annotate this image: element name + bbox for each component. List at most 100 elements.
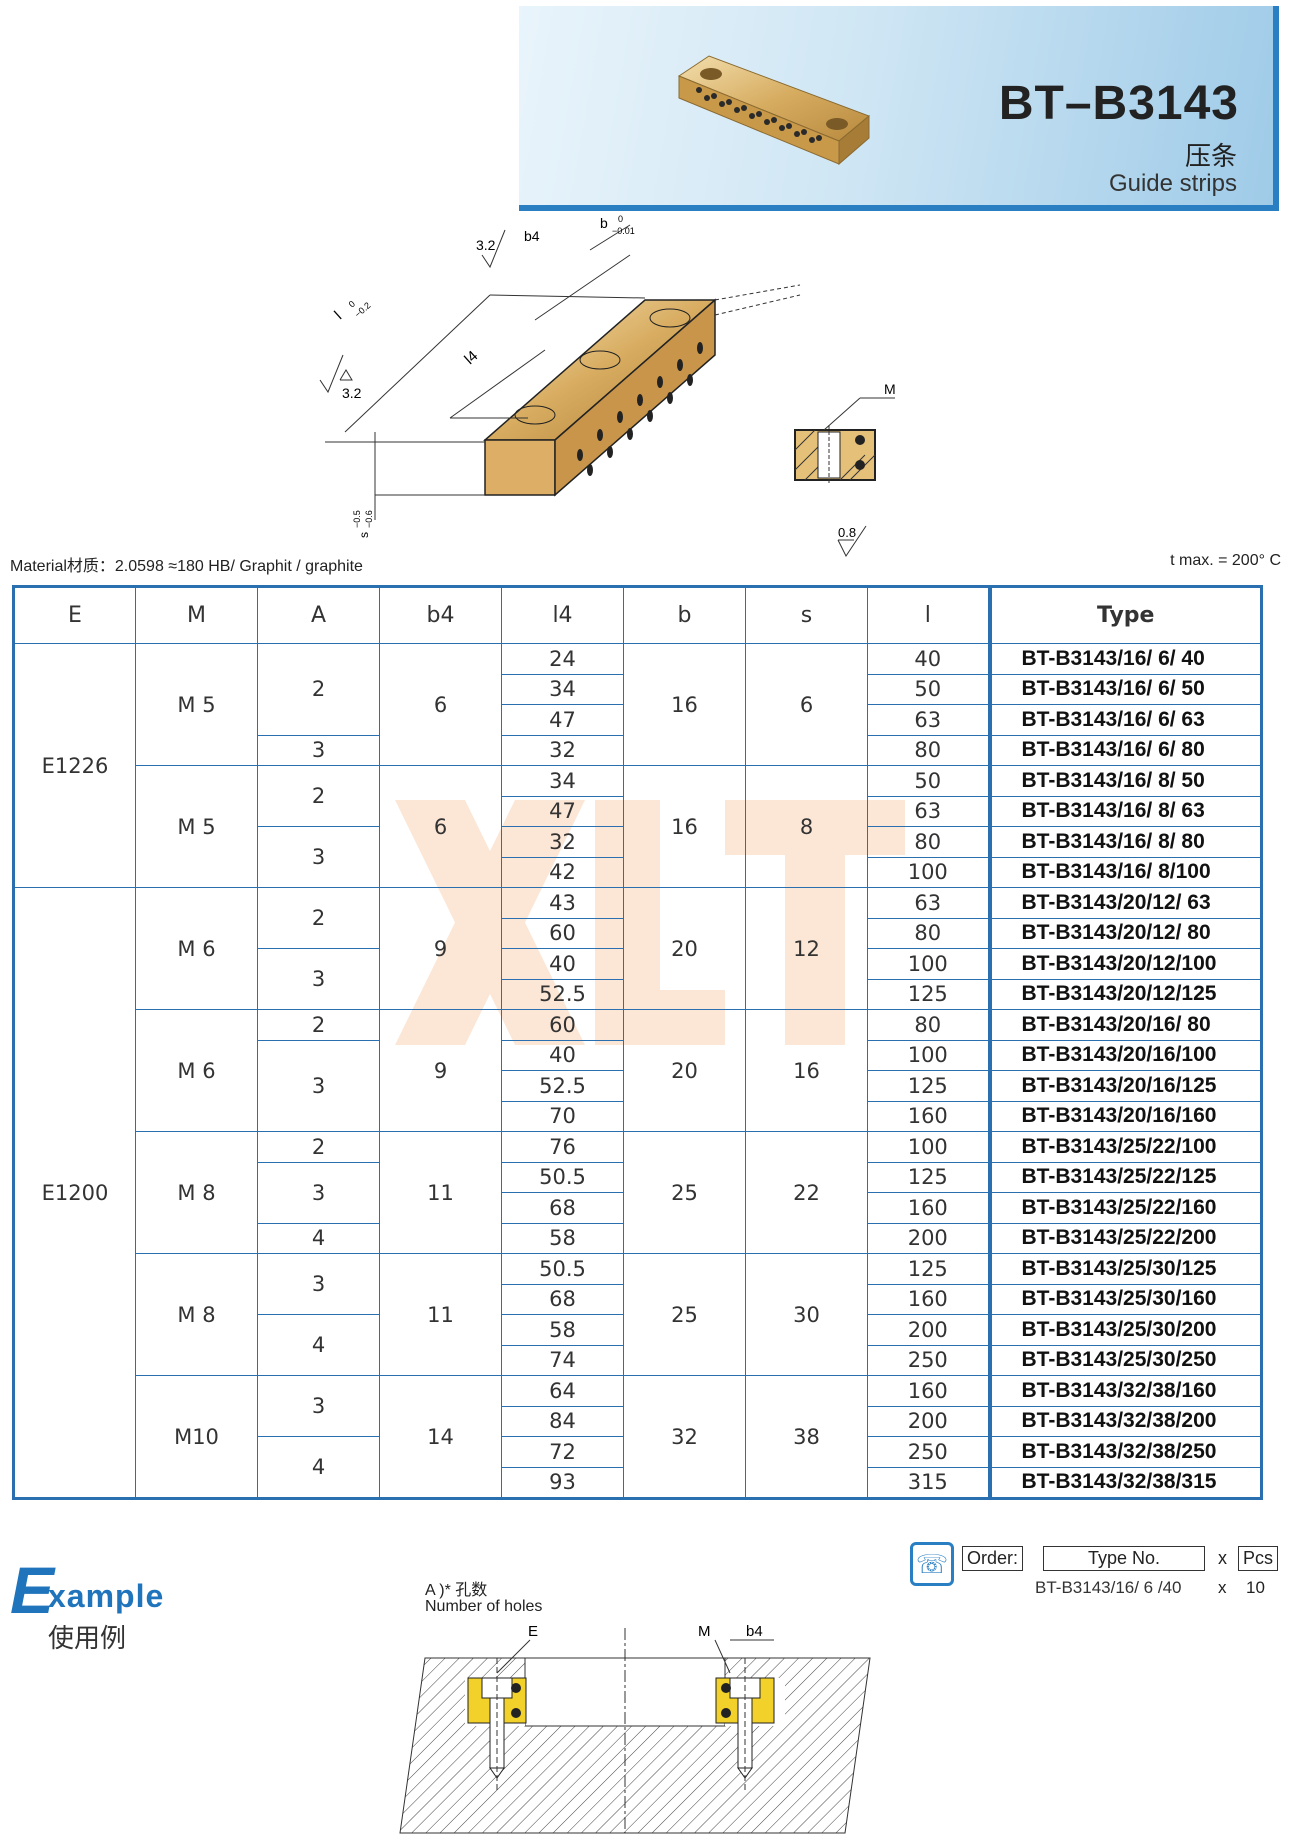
- cell-b: 32: [623, 1375, 746, 1499]
- cell-a: 2: [257, 1009, 380, 1041]
- cell-a: 3: [257, 826, 380, 888]
- cell-l4: 40: [501, 948, 624, 980]
- cell-b4: 11: [379, 1253, 502, 1376]
- cell-l: 160: [867, 1283, 990, 1315]
- s-tol-upper: −0.5: [352, 510, 362, 528]
- roughness-left-label: 3.2: [342, 385, 362, 401]
- cell-l: 250: [867, 1344, 990, 1376]
- cell-l4: 58: [501, 1222, 624, 1254]
- header-b: b: [623, 586, 746, 644]
- cell-b4: 14: [379, 1375, 502, 1499]
- cell-type: BT-B3143/16/ 8/ 63: [987, 795, 1262, 827]
- cell-type: BT-B3143/25/30/200: [987, 1314, 1262, 1346]
- cell-l4: 47: [501, 795, 624, 827]
- table-row: 60 80 BT-B3143/20/12/ 80: [14, 917, 1262, 949]
- cell-l4: 50.5: [501, 1161, 624, 1193]
- cell-a: 4: [257, 1436, 380, 1499]
- cell-type: BT-B3143/20/12/100: [987, 948, 1262, 980]
- header-l: l: [867, 586, 990, 644]
- cell-type: BT-B3143/25/30/250: [987, 1344, 1262, 1376]
- cell-l4: 68: [501, 1283, 624, 1315]
- cell-l: 50: [867, 765, 990, 797]
- table-row: E1226 M 5 2 6 24 16 6 40 BT-B3143/16/ 6/…: [13, 643, 1262, 888]
- cell-b: 20: [623, 1009, 746, 1132]
- cell-l: 80: [867, 734, 990, 766]
- table-row: 47 63 BT-B3143/16/ 6/ 63: [14, 704, 1262, 736]
- cell-m: M 8: [135, 1253, 258, 1376]
- cell-m: M 8: [135, 1131, 258, 1254]
- cell-l: 250: [867, 1436, 990, 1468]
- table-row: 68 160 BT-B3143/25/22/160: [14, 1192, 1262, 1224]
- order-times-symbol: x: [1218, 1548, 1227, 1568]
- cell-a: 2: [257, 887, 380, 949]
- usage-example-drawing: E M b4: [399, 1623, 871, 1834]
- section-drawing: M: [794, 381, 896, 485]
- cell-s: 16: [745, 1009, 868, 1132]
- cell-type: BT-B3143/32/38/200: [987, 1405, 1262, 1437]
- cell-type: BT-B3143/20/16/160: [987, 1100, 1262, 1132]
- table-row: 70 160 BT-B3143/20/16/160: [14, 1100, 1262, 1132]
- header-banner: BT–B3143 压条 Guide strips: [519, 6, 1279, 211]
- example-label-b4: b4: [746, 1623, 763, 1640]
- cell-l4: 52.5: [501, 978, 624, 1010]
- pcs-label: Pcs: [1238, 1546, 1279, 1571]
- header-b4: b4: [379, 586, 502, 644]
- table-row: 4 72 250 BT-B3143/32/38/250: [14, 1436, 1262, 1499]
- table-row: 84 200 BT-B3143/32/38/200: [14, 1405, 1262, 1437]
- cell-e: E1226: [13, 643, 136, 888]
- order-example-type: BT-B3143/16/ 6 /40: [1035, 1578, 1182, 1597]
- cell-b4: 6: [379, 765, 502, 888]
- b-label: b: [600, 215, 608, 231]
- cell-type: BT-B3143/25/30/125: [987, 1253, 1262, 1285]
- table-row: 3 32 80 BT-B3143/16/ 8/ 80: [14, 826, 1262, 888]
- cell-type: BT-B3143/16/ 8/ 80: [987, 826, 1262, 858]
- cell-type: BT-B3143/32/38/160: [987, 1375, 1262, 1407]
- cell-l: 160: [867, 1375, 990, 1407]
- example-label-m: M: [698, 1623, 711, 1640]
- cell-l4: 24: [501, 643, 624, 675]
- cell-l: 200: [867, 1405, 990, 1437]
- technical-drawing: 3.2 b4 b 0 −0.01 l 0 −0.2 l4 3.2 s −0.5 …: [319, 214, 801, 538]
- table-header-row: E M A b4 l4 b s l Type: [13, 586, 1262, 644]
- table-row: M 8 3 11 50.5 25 30 125 BT-B3143/25/30/1…: [14, 1253, 1262, 1376]
- cell-type: BT-B3143/16/ 6/ 40: [987, 643, 1262, 675]
- cell-type: BT-B3143/25/22/100: [987, 1131, 1262, 1163]
- cell-s: 6: [745, 643, 868, 766]
- cell-b4: 11: [379, 1131, 502, 1254]
- cell-l4: 43: [501, 887, 624, 919]
- cell-l4: 68: [501, 1192, 624, 1224]
- cell-type: BT-B3143/32/38/250: [987, 1436, 1262, 1468]
- cell-b4: 9: [379, 887, 502, 1010]
- cell-b4: 6: [379, 643, 502, 766]
- header-l4: l4: [501, 586, 624, 644]
- cell-l4: 40: [501, 1039, 624, 1071]
- cell-l4: 74: [501, 1344, 624, 1376]
- cell-l: 315: [867, 1466, 990, 1499]
- l4-label: l4: [461, 348, 481, 368]
- cell-l: 100: [867, 948, 990, 980]
- example-heading-letter: E: [10, 1553, 55, 1627]
- cell-l: 63: [867, 795, 990, 827]
- cell-type: BT-B3143/20/16/125: [987, 1070, 1262, 1102]
- cell-e: E1200: [13, 887, 136, 1499]
- cell-type: BT-B3143/16/ 8/ 50: [987, 765, 1262, 797]
- cell-l: 63: [867, 887, 990, 919]
- table-row: 4 58 200 BT-B3143/25/22/200: [14, 1222, 1262, 1254]
- cell-type: BT-B3143/16/ 6/ 80: [987, 734, 1262, 766]
- roughness-bottom-symbol: 0.8: [837, 525, 867, 557]
- table-row: 42 100 BT-B3143/16/ 8/100: [14, 856, 1262, 888]
- holes-note-en: Number of holes: [425, 1598, 543, 1615]
- l-tol-upper: 0: [347, 299, 357, 310]
- cell-s: 8: [745, 765, 868, 888]
- header-e: E: [13, 586, 136, 644]
- header-a: A: [257, 586, 380, 644]
- cell-l4: 52.5: [501, 1070, 624, 1102]
- cell-l: 125: [867, 1070, 990, 1102]
- cell-l4: 72: [501, 1436, 624, 1468]
- cell-b: 20: [623, 887, 746, 1010]
- table-row: E1200 M 6 2 9 43 20 12 63 BT-B3143/20/12…: [13, 887, 1262, 1499]
- l-tol-lower: −0.2: [353, 300, 373, 319]
- cell-type: BT-B3143/20/16/100: [987, 1039, 1262, 1071]
- cell-l4: 50.5: [501, 1253, 624, 1285]
- cell-l4: 76: [501, 1131, 624, 1163]
